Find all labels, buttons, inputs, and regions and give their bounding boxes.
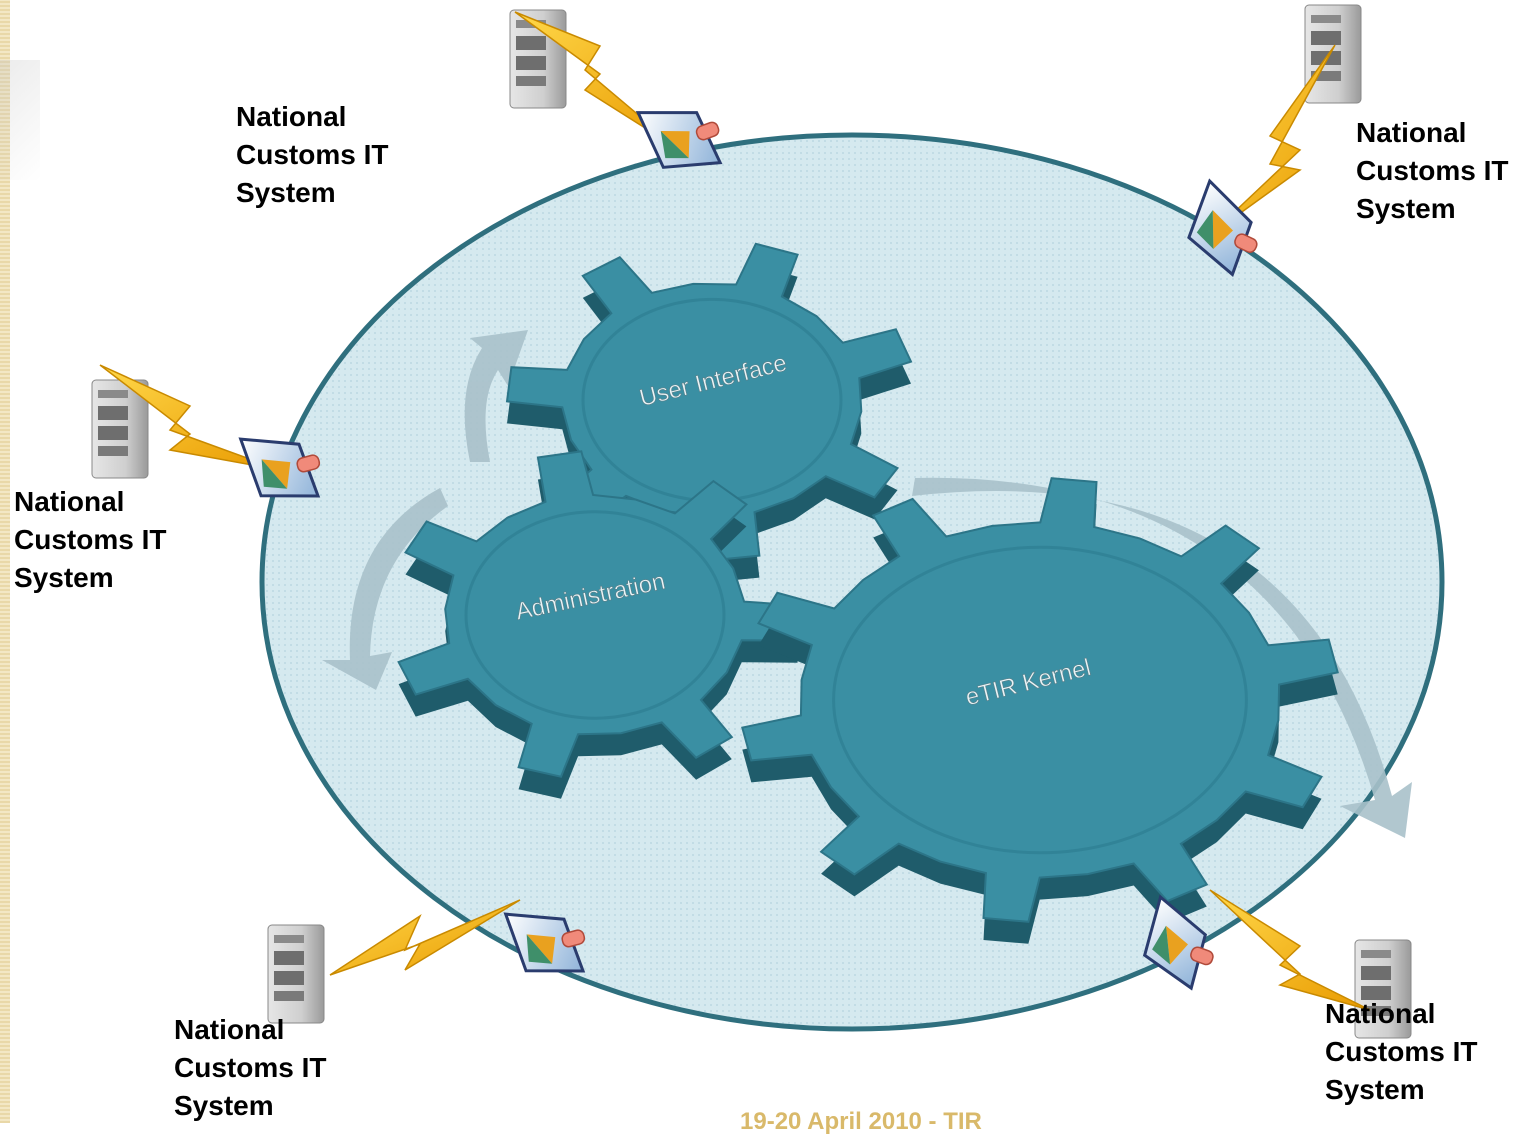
server-icon <box>1304 4 1362 104</box>
node-bottom-right <box>1142 889 1412 1039</box>
flow-arrow-up <box>464 330 528 462</box>
gear-etir-kernel-face <box>741 477 1339 923</box>
gears-layer <box>397 242 1339 944</box>
server-icon <box>267 924 325 1024</box>
gear-etir-kernel <box>741 477 1339 944</box>
node-left <box>91 364 321 498</box>
node-bottom-left <box>267 899 586 1024</box>
connector-icon <box>238 437 321 498</box>
gear-etir-kernel-hub-ring <box>832 545 1248 855</box>
lightning-bolt-icon <box>329 899 521 976</box>
flow-arrow-down <box>322 488 448 690</box>
node-top-center <box>509 9 723 169</box>
gear-administration <box>397 450 801 799</box>
nodes-layer <box>91 4 1412 1039</box>
gear-administration-hub-ring <box>464 510 726 720</box>
left-decorative-strip <box>0 0 10 1123</box>
corner-decoration <box>0 60 40 180</box>
footer-text: 19-20 April 2010 - TIR <box>740 1108 982 1135</box>
connector-icon <box>1187 178 1258 277</box>
connector-icon <box>1142 894 1214 991</box>
node-top-right <box>1187 4 1362 277</box>
connector-icon <box>503 912 586 973</box>
lightning-bolt-icon <box>1209 889 1371 1011</box>
connector-icon <box>635 111 723 169</box>
server-icon <box>1354 939 1412 1039</box>
server-icon <box>91 379 149 479</box>
gear-administration-face <box>397 450 801 778</box>
